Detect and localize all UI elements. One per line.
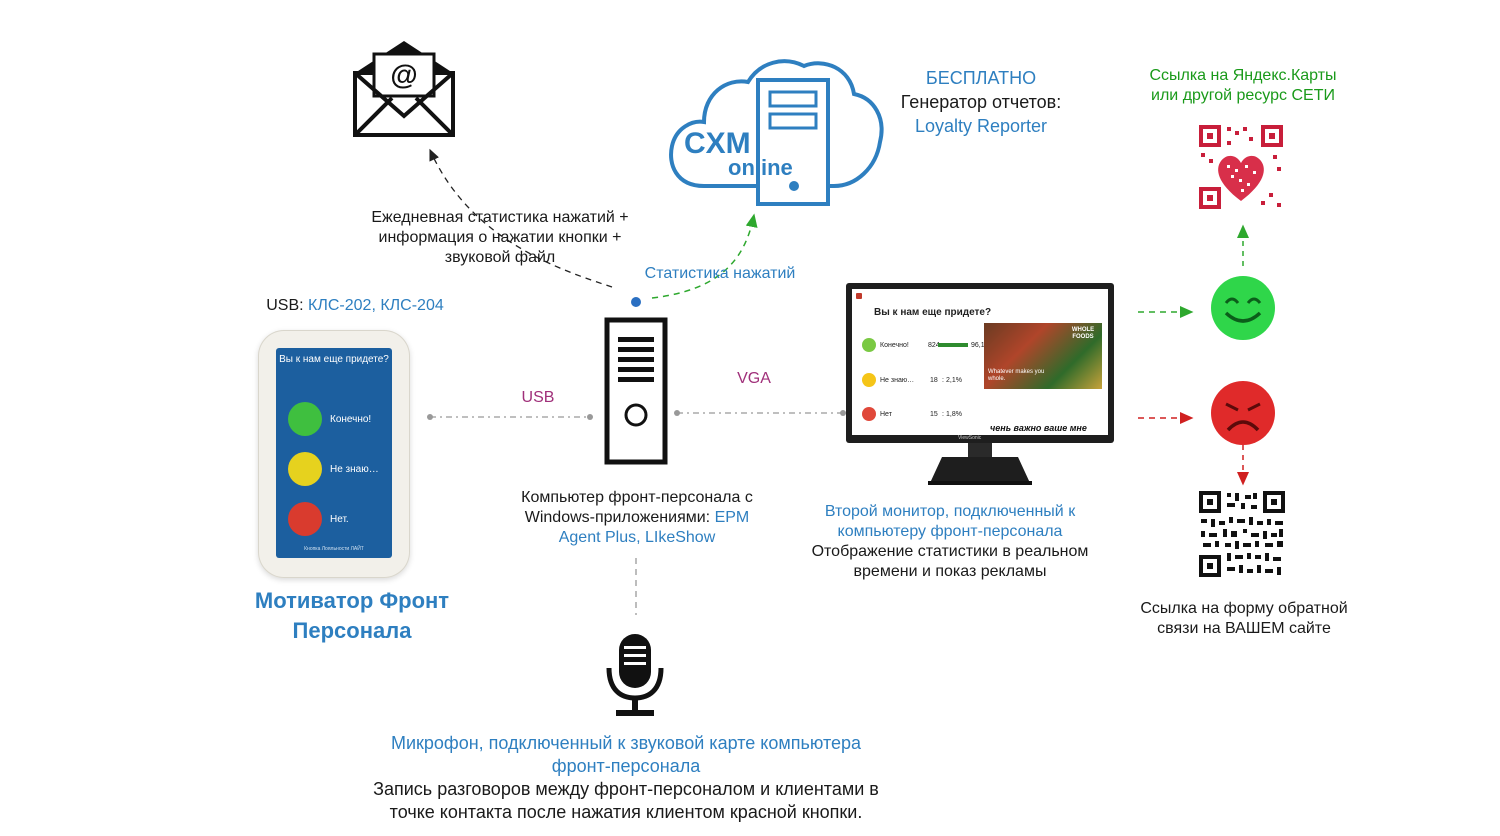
happy-button-label: Конечно!	[330, 414, 372, 425]
monitor-caption: Второй монитор, подключенный к компьютер…	[811, 503, 1089, 580]
usb-label: USB	[521, 389, 555, 406]
microphone-caption: Микрофон, подключенный к звуковой карте …	[373, 733, 879, 822]
cloud-server-icon	[669, 59, 884, 206]
monitor-row-value: 18	[930, 377, 938, 384]
monitor-screen: Вы к нам еще придете? Конечно! 824 96,1%…	[852, 289, 1108, 435]
cloud-arrow	[651, 213, 758, 299]
monitor-question: Вы к нам еще придете?	[874, 307, 992, 318]
click-stats-label: Статистика нажатий	[644, 265, 796, 282]
monitor-row-value: 824	[928, 342, 940, 349]
sad-button[interactable]	[288, 502, 322, 536]
cxm-logo-sub: online	[728, 155, 793, 180]
microphone-icon	[606, 634, 664, 716]
connection-node	[631, 297, 641, 307]
monitor-row-bar	[938, 343, 968, 347]
svg-text:@: @	[390, 59, 417, 90]
sad-button-label: Нет.	[330, 514, 349, 525]
qr-code-heart-icon[interactable]	[1197, 123, 1285, 211]
loyalty-button-device: Вы к нам еще придете? Конечно! Не знаю… …	[258, 330, 410, 578]
monitor-brand: ViewSonic	[958, 435, 982, 441]
monitor-row-value: 15	[930, 411, 938, 418]
computer-caption: Компьютер фронт-персонала с Windows-прил…	[521, 489, 753, 546]
monitor-row-pct: 1,8%	[946, 411, 962, 418]
computer-tower-icon	[604, 317, 668, 465]
monitor-row-label: Нет	[880, 411, 892, 418]
qr-code-icon[interactable]	[1199, 491, 1285, 577]
monitor-row-pct: 96,1%	[971, 342, 991, 349]
device-caption: Мотиватор Фронт Персонала	[254, 588, 450, 643]
monitor-happy-icon	[862, 338, 876, 352]
email-stats-text: Ежедневная статистика нажатий + информац…	[371, 209, 629, 266]
neutral-button[interactable]	[288, 452, 322, 486]
neutral-button-label: Не знаю…	[330, 464, 379, 475]
monitor-row-pct: 2,1%	[946, 377, 962, 384]
email-arrow	[429, 148, 613, 288]
second-monitor: Вы к нам еще придете? Конечно! 824 96,1%…	[846, 283, 1114, 443]
sad-face-icon	[1211, 381, 1275, 445]
vga-label: VGA	[737, 370, 771, 387]
happy-face-icon	[1211, 276, 1275, 340]
feedback-form-caption: Ссылка на форму обратной связи на ВАШЕМ …	[1140, 600, 1348, 637]
yandex-link-caption: Ссылка на Яндекс.Карты или другой ресурс…	[1149, 67, 1337, 104]
cxm-logo: CXM	[684, 127, 751, 160]
device-question: Вы к нам еще придете?	[279, 354, 389, 365]
happy-button[interactable]	[288, 402, 322, 436]
monitor-sad-icon	[862, 407, 876, 421]
advertisement-image: WHOLE FOODS Whatever makes you whole.	[984, 323, 1102, 389]
monitor-neutral-icon	[862, 373, 876, 387]
device-footer: Кнопка Лояльности ЛАЙТ	[304, 546, 364, 552]
report-generator-text: БЕСПЛАТНО Генератор отчетов: Loyalty Rep…	[900, 68, 1062, 136]
email-icon: @	[353, 41, 455, 137]
monitor-row-label: Не знаю…	[880, 377, 915, 384]
device-screen: Вы к нам еще придете? Конечно! Не знаю… …	[276, 348, 392, 558]
monitor-row-label: Конечно!	[880, 342, 909, 349]
monitor-ticker: чень важно ваше мне	[990, 423, 1087, 433]
monitor-stand	[928, 443, 1032, 485]
usb-models-label: USB: КЛС-202, КЛС-204	[266, 297, 444, 314]
